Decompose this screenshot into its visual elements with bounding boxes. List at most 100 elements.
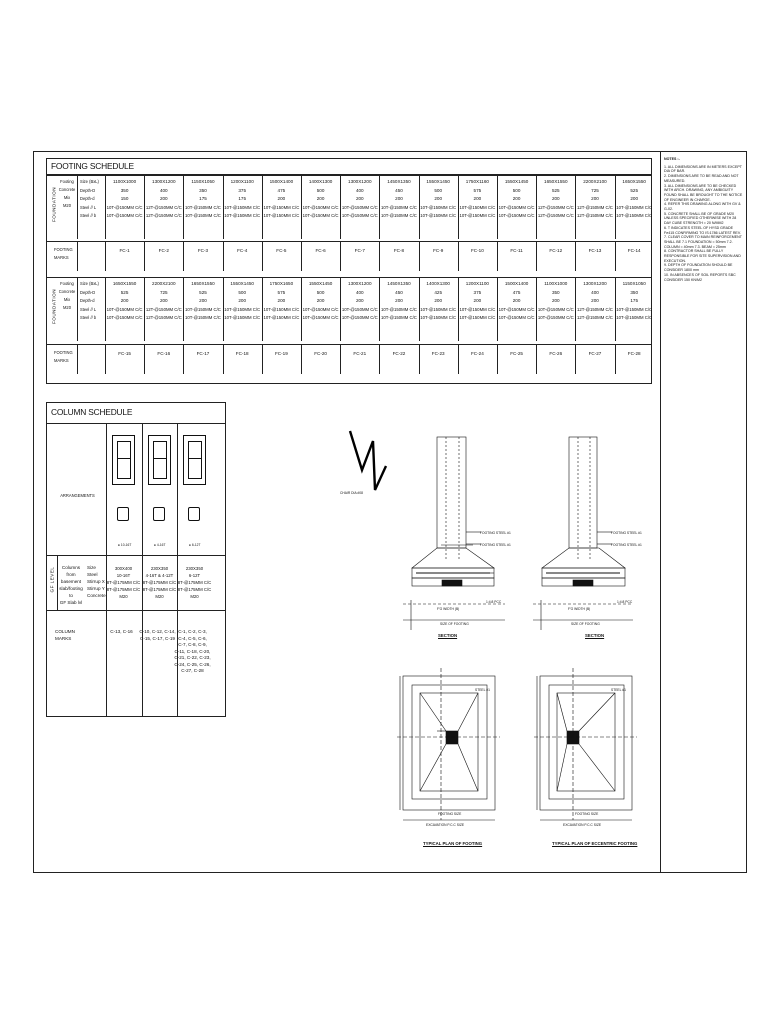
footing-cell: 200 xyxy=(473,196,482,202)
footing-cell: 1650X1550 xyxy=(191,281,215,286)
section-size-label-2a: F'G WIDTH (B) xyxy=(568,607,591,611)
col-divider xyxy=(340,344,342,374)
column-bar-tag: ● 4-16T xyxy=(154,543,166,547)
footing-mark: FC-10 xyxy=(471,248,484,253)
footing-cell: 175 xyxy=(238,196,247,202)
plan-title-2: TYPICAL PLAN OF ECCENTRIC FOOTING xyxy=(552,841,638,846)
footing-cell: 10T-@150MM C/C xyxy=(185,213,221,219)
col-divider xyxy=(183,175,185,239)
column-desc-label: GF Slab lvl xyxy=(59,600,83,605)
footing-cell: 200 xyxy=(159,196,168,202)
column-cell: 6-12T xyxy=(188,573,201,578)
gf-level-side-label: GF LEVEL xyxy=(49,566,55,593)
footing-cell: 200 xyxy=(591,298,599,304)
footing-marks-label: FOOTING xyxy=(54,247,73,252)
footing-cell: 200 xyxy=(551,196,560,202)
footing-schedule-title: FOOTING SCHEDULE xyxy=(51,161,134,171)
footing-cell: 200 xyxy=(512,196,521,202)
col-divider xyxy=(497,175,498,239)
row-divider xyxy=(47,555,225,556)
footing-cell: 1400X1300 xyxy=(426,281,450,286)
footing-cell: 12T-@150MM C/C xyxy=(577,315,613,321)
footing-cell: 1100X1000 xyxy=(113,179,137,184)
footing-cell: 10T-@150MM C/C xyxy=(185,315,221,321)
footing-cell: 450 xyxy=(395,187,403,193)
footing-cell: 10T-@150MM C/C xyxy=(498,306,535,312)
footing-cell: 500 xyxy=(238,289,247,295)
column-section xyxy=(117,441,131,479)
section-title-2: SECTION xyxy=(585,633,605,638)
notes-title: NOTES :- xyxy=(664,157,680,161)
footing-mark: FC-18 xyxy=(235,351,249,356)
footing-cell: 725 xyxy=(159,289,168,295)
footing-row-label: Size (BxL) xyxy=(80,281,99,286)
footing-row-label: Size (BxL) xyxy=(80,179,99,184)
col-divider xyxy=(418,277,420,341)
col-divider xyxy=(379,277,381,341)
footing-mark: FC-26 xyxy=(549,351,563,356)
note-item: 3. ALL DIMENSIONS ARE TO BE CHECKED WITH… xyxy=(664,183,743,202)
column-stirrup-sketch xyxy=(188,507,200,521)
footing-mark: FC-12 xyxy=(549,248,563,253)
footing-cell: 10T-@150MM C/C xyxy=(341,315,378,321)
col-divider xyxy=(261,344,263,374)
section-steel-label-1: FOOTING STEEL #1 xyxy=(480,531,511,535)
section-steel-label-1b: FOOTING STEEL #1 xyxy=(480,543,511,547)
section-size-label-1b: SIZE OF FOOTING xyxy=(440,622,469,626)
col-divider xyxy=(340,175,342,239)
footing-cell: 10T-@150MM C/C xyxy=(498,204,535,210)
footing-col-label: Concrete xyxy=(58,289,76,294)
col-divider xyxy=(105,277,106,341)
footing-cell: 1450X1350 xyxy=(387,281,411,286)
footing-cell: 10T-@150MM C/C xyxy=(459,213,496,219)
footing-cell: 1150X1050 xyxy=(622,281,646,286)
column-desc-label: basement xyxy=(60,579,82,584)
footing-cell: 425 xyxy=(434,289,443,295)
notes-list: 1. ALL DIMENSIONS ARE IN METERS EXCEPT D… xyxy=(664,165,744,283)
section-size-label-1a: F'G WIDTH (B) xyxy=(437,607,460,611)
column-marks: C-10, C-12, C-14, C-15, C-17, C-19 xyxy=(139,629,176,641)
footing-cell: 375 xyxy=(238,187,247,193)
column-cell: 8T-@175MM C/C xyxy=(142,580,177,585)
footing-cell: 12T-@150MM C/C xyxy=(537,204,574,210)
footing-cell: 2200X2100 xyxy=(152,281,176,286)
footing-cell: 200 xyxy=(355,298,364,304)
footing-cell: 475 xyxy=(512,289,521,295)
footing-cell: 200 xyxy=(316,298,325,304)
footing-mark: FC-7 xyxy=(354,248,365,253)
col-divider xyxy=(575,241,577,271)
column-cell: 8T-@175MM C/C xyxy=(106,587,141,592)
footing-col-label: Concrete xyxy=(58,187,76,192)
footing-cell: 12T-@150MM C/C xyxy=(577,213,613,219)
footing-row-label: Depth-d xyxy=(80,298,95,304)
col-divider xyxy=(261,241,263,271)
footing-mark: FC-6 xyxy=(315,248,326,253)
column-cell: 8T-@175MM C/C xyxy=(142,587,177,592)
footing-marks-label: FOOTING xyxy=(54,350,73,355)
column-arrangement xyxy=(183,435,206,485)
row-divider xyxy=(47,175,651,176)
note-item: 1. ALL DIMENSIONS ARE IN METERS EXCEPT D… xyxy=(664,164,742,174)
footing-cell: 200 xyxy=(395,298,403,304)
footing-cell: 1750X1160 xyxy=(465,179,489,184)
column-bar-tag: ● 6-12T xyxy=(189,543,201,547)
row-divider xyxy=(47,344,651,345)
footing-cell: 10T-@150MM C/C xyxy=(106,315,143,321)
col-divider xyxy=(301,241,302,271)
footing-mark: FC-3 xyxy=(197,248,209,253)
column-desc-label: from xyxy=(66,572,76,577)
col-divider xyxy=(57,555,58,610)
footing-mark: FC-21 xyxy=(353,351,367,356)
col-divider xyxy=(418,241,420,271)
plan-steel-label-1: STEEL #1 xyxy=(475,688,490,692)
footing-cell: 500 xyxy=(316,187,325,193)
footing-cell: 350 xyxy=(630,289,639,295)
column-cell: M20 xyxy=(119,594,128,599)
footing-cell: 200 xyxy=(199,298,207,304)
footing-cell: 525 xyxy=(199,289,207,295)
footing-row-label: Steel // b xyxy=(80,213,97,219)
footing-mark: FC-13 xyxy=(588,248,602,253)
footing-cell: 10T-@150MM C/C xyxy=(341,204,378,210)
column-bar-tag: ● 10-16T xyxy=(118,543,132,547)
footing-cell: 1500X1400 xyxy=(504,281,529,286)
